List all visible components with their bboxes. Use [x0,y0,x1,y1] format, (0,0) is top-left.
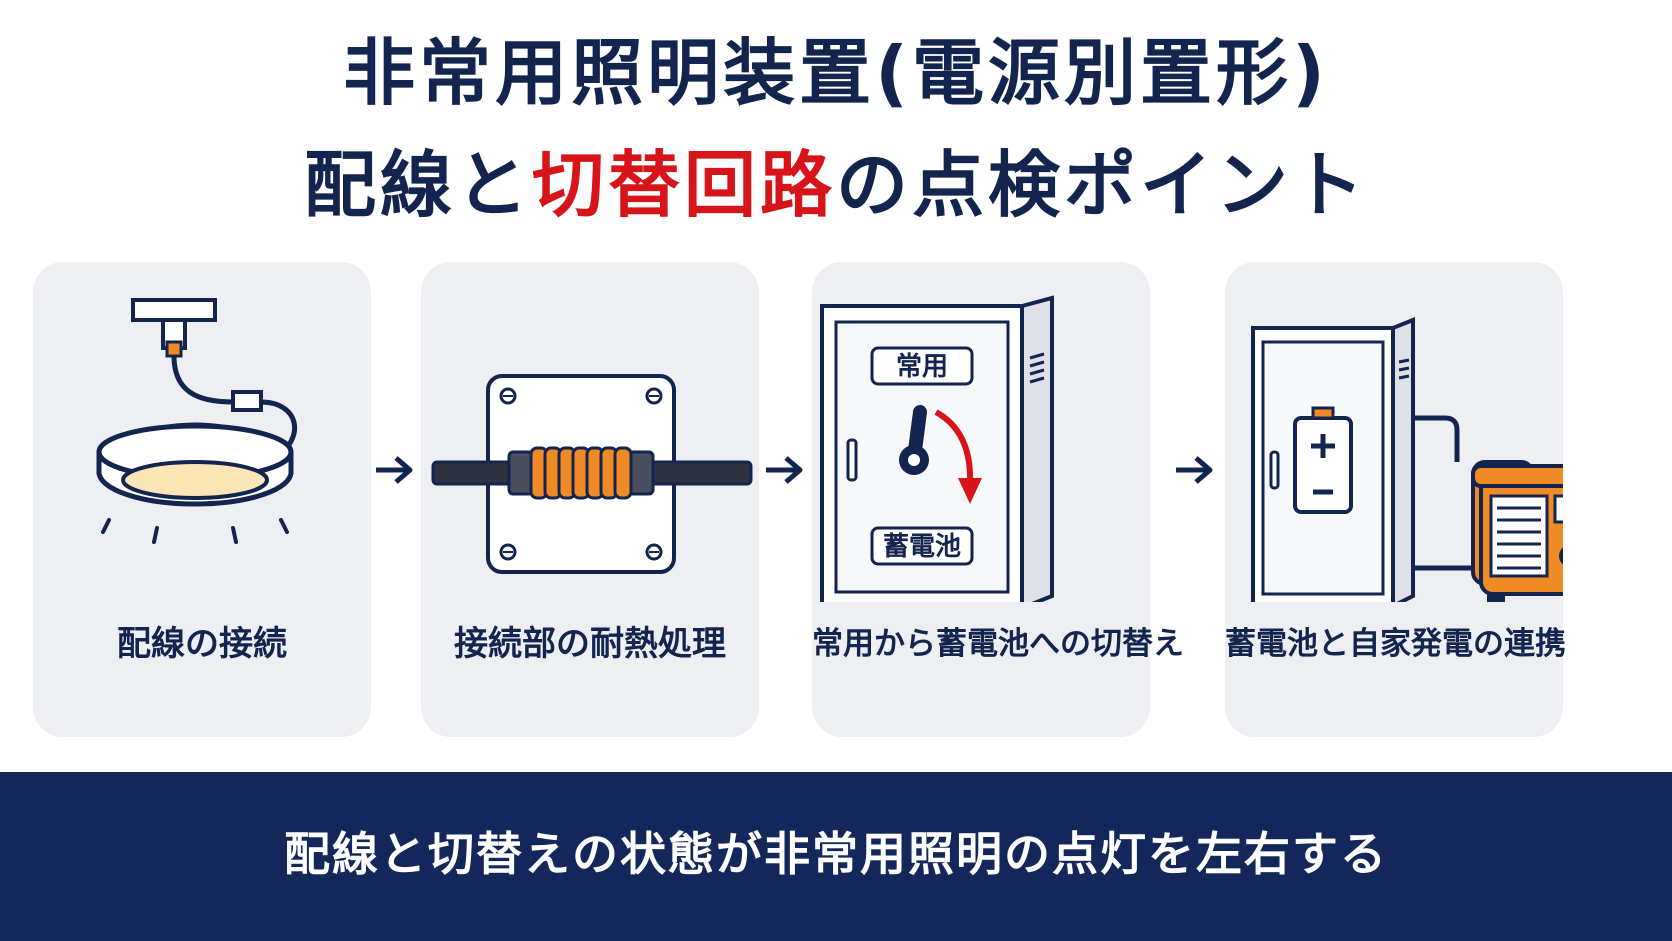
step-label: 常用から蓄電池への切替え [812,626,1184,662]
step-label: 接続部の耐熱処理 [454,624,726,664]
page-title-line1: 非常用照明装置(電源別置形) [343,31,1329,115]
footer-banner: 配線と切替えの状態が非常用照明の点灯を左右する [0,772,1672,941]
footer-text: 配線と切替えの状態が非常用照明の点灯を左右する [284,827,1388,881]
switch-top-label: 常用 [896,352,948,382]
arrow-right-icon [1176,456,1213,484]
battery-icon [1293,416,1353,514]
step-label: 配線の接続 [117,624,287,664]
title-accent: 切替回路 [531,143,836,227]
step-card-wiring-connection: 配線の接続 [33,262,371,737]
title-suffix: の点検ポイント [836,143,1369,227]
battery-generator-icon [1251,317,1563,602]
title-prefix: 配線と [303,143,532,227]
ceiling-light-icon [96,298,298,544]
step-label: 蓄電池と自家発電の連携 [1225,626,1566,662]
battery-label-box [870,526,974,566]
arrow-right-icon [766,456,803,484]
step-card-switchover: 常用 蓄電池 常用から蓄電池への切替え [812,262,1184,737]
step-card-heat-resistant-joint: 接続部の耐熱処理 [421,262,759,737]
switch-bottom-label: 蓄電池 [883,532,961,562]
step-card-battery-generator: 蓄電池と自家発電の連携 [1225,262,1566,737]
switch-cabinet-icon: 常用 蓄電池 [820,295,1054,602]
page-title-line2: 配線と切替回路の点検ポイント [0,140,1672,230]
normal-power-label-box [870,346,974,386]
junction-box-icon [431,374,753,574]
arrow-right-icon [376,456,413,484]
